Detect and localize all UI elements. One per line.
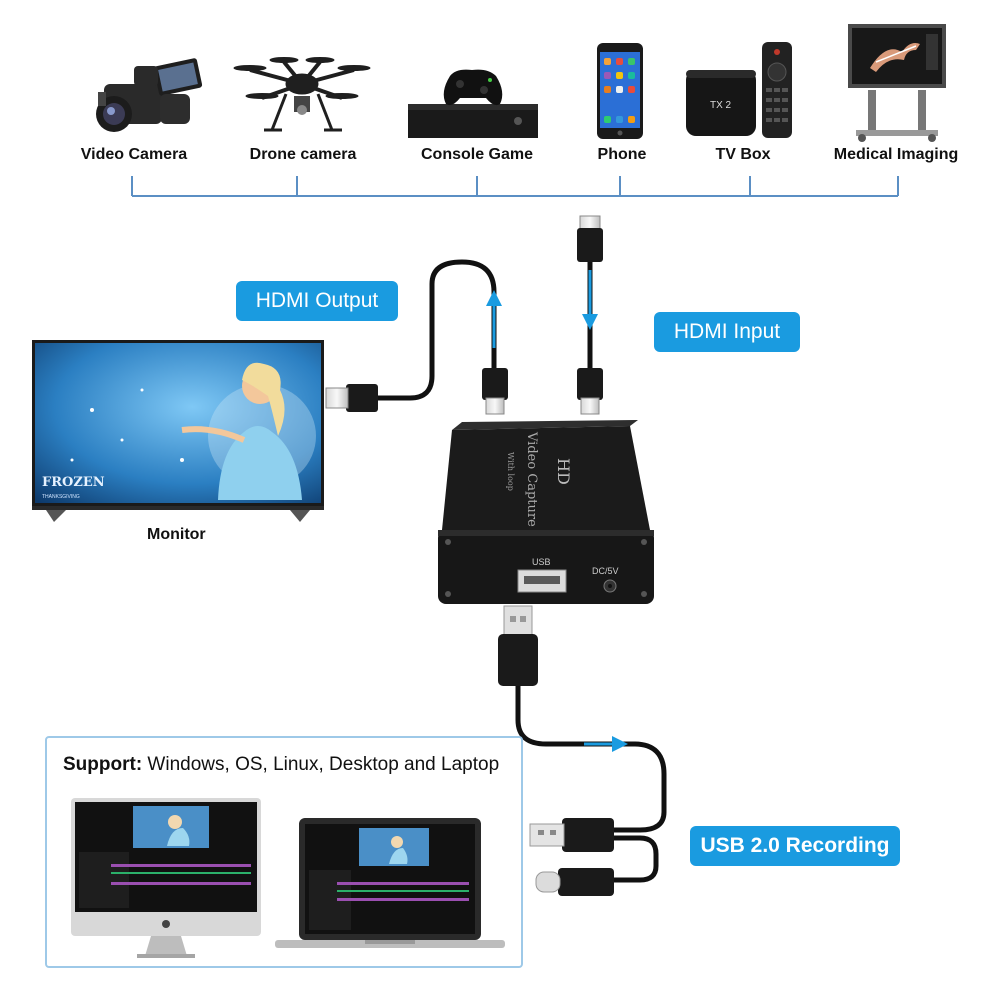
hdmi-input-tag: HDMI Input — [654, 312, 800, 352]
usb-c-plug — [535, 868, 614, 896]
device-subtitle2: With loop — [506, 452, 515, 491]
source-label-tv-box: TV Box — [715, 146, 771, 163]
video-camera-icon — [96, 58, 203, 132]
hdmi-output-cable — [376, 259, 497, 401]
monitor-label: Monitor — [147, 526, 206, 543]
device-title: HD — [554, 458, 573, 485]
desktop-computer-icon — [71, 798, 261, 958]
usb-a-plug — [529, 818, 614, 852]
source-label-console-game: Console Game — [420, 146, 534, 163]
hdmi-plug-output — [482, 368, 508, 415]
monitor-display: FROZEN THANKSGIVING — [32, 340, 324, 522]
drone-icon — [233, 57, 371, 132]
source-label-phone: Phone — [597, 146, 647, 163]
medical-imaging-icon — [848, 24, 946, 142]
support-text: Support: Windows, OS, Linux, Desktop and… — [63, 754, 499, 776]
device-subtitle: Video Capture — [524, 431, 539, 527]
usb-recording-tag: USB 2.0 Recording — [690, 826, 900, 866]
source-label-drone-camera: Drone camera — [249, 146, 357, 163]
tv-box-brand: TX 2 — [710, 100, 732, 111]
game-console-icon — [408, 69, 538, 138]
phone-icon — [597, 43, 643, 139]
hdmi-plug-input-bottom — [577, 368, 603, 415]
support-platforms: Windows, OS, Linux, Desktop and Laptop — [142, 754, 500, 775]
hdmi-plug-monitor — [325, 384, 378, 412]
monitor-screen-title: FROZEN — [42, 475, 105, 490]
usb-cable-main — [515, 686, 667, 833]
support-panel: Support: Windows, OS, Linux, Desktop and… — [45, 736, 523, 968]
tv-box-icon: TX 2 — [686, 42, 792, 138]
hdmi-output-arrow — [486, 290, 502, 348]
monitor-screen-subtitle: THANKSGIVING — [42, 494, 80, 500]
laptop-computer-icon — [275, 818, 505, 948]
support-heading: Support: — [63, 754, 143, 775]
source-label-video-camera: Video Camera — [80, 146, 188, 163]
capture-device: HD Video Capture With loop USB DC/5V — [438, 420, 654, 604]
source-bracket — [131, 176, 899, 197]
usb-port-label: USB — [532, 557, 551, 567]
hdmi-input-arrow — [582, 270, 598, 330]
source-label-medical-imaging: Medical Imaging — [833, 146, 959, 163]
hdmi-plug-input-top — [577, 215, 603, 262]
usb-direction-arrow — [584, 736, 628, 752]
hdmi-output-tag: HDMI Output — [236, 281, 398, 321]
dc-port-label: DC/5V — [592, 566, 619, 576]
usb-plug-device — [498, 605, 538, 686]
